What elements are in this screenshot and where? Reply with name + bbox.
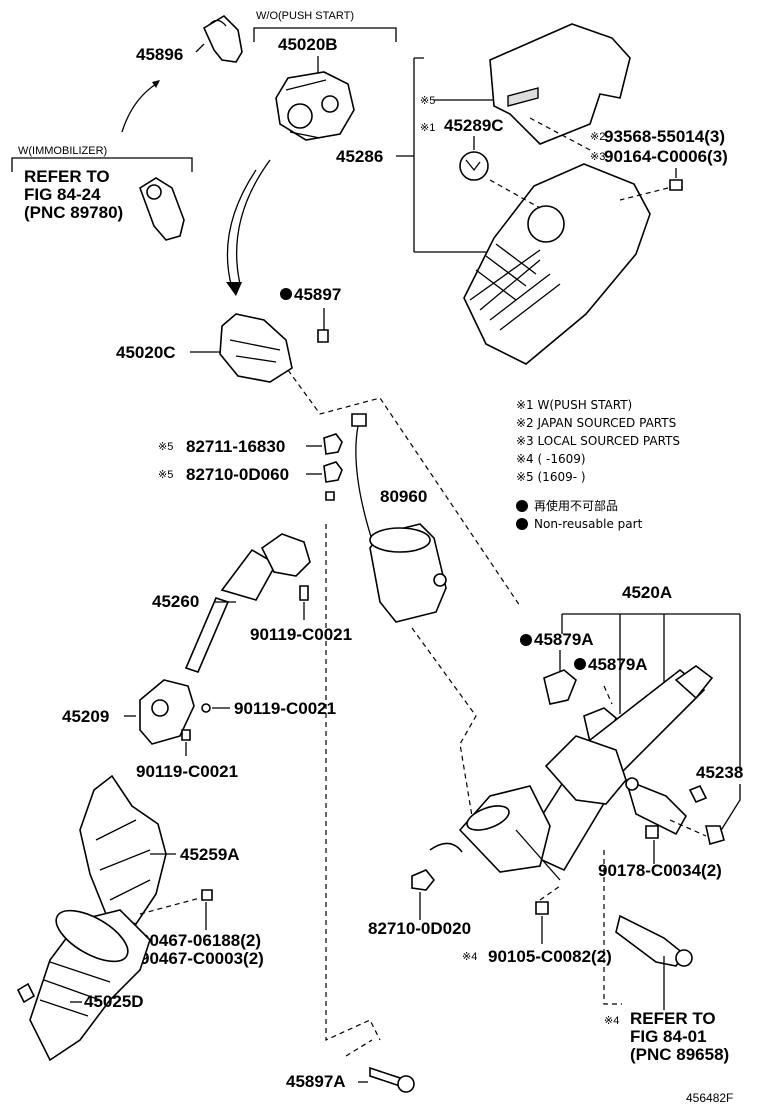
label-82710a: 82710-0D060	[186, 465, 289, 484]
part-45020C-drawing	[219, 313, 293, 383]
part-ref2-drawing	[615, 914, 693, 967]
part-45879A-1-drawing	[543, 669, 577, 705]
note-3: ※3 LOCAL SOURCED PARTS	[516, 434, 680, 448]
mark-3a: ※3	[590, 151, 605, 163]
part-45289C-drawing	[459, 151, 489, 181]
part-90105-drawing	[535, 901, 549, 915]
label-80960: 80960	[380, 487, 427, 506]
part-45896-drawing	[202, 14, 243, 63]
label-45020C: 45020C	[116, 343, 176, 362]
header-immobilizer: W(IMMOBILIZER)	[18, 145, 107, 157]
label-45286: 45286	[336, 147, 383, 166]
label-90178: 90178-C0034(2)	[598, 861, 722, 880]
note-4: ※4 ( -1609)	[516, 452, 586, 466]
label-45260: 45260	[152, 592, 199, 611]
label-82710b: 82710-0D020	[368, 919, 471, 938]
part-immobilizer-drawing	[139, 177, 185, 241]
ref2-line1: REFER TO	[630, 1009, 716, 1028]
part-45286-drawing	[463, 23, 651, 365]
legend-dot-jp	[516, 500, 528, 512]
ref1-line3: (PNC 89780)	[24, 203, 123, 222]
mark-5b: ※5	[158, 441, 173, 453]
label-45897: 45897	[294, 285, 341, 304]
bracket-immobilizer	[11, 157, 193, 172]
label-45259A: 45259A	[180, 845, 240, 864]
non-reusable-dot	[280, 288, 292, 300]
part-4520A-drawing	[458, 665, 714, 873]
label-45209: 45209	[62, 707, 109, 726]
label-45879A-1: 45879A	[534, 630, 594, 649]
ref1-line1: REFER TO	[24, 167, 110, 186]
label-45896: 45896	[136, 45, 183, 64]
label-45025D: 45025D	[84, 992, 144, 1011]
part-82711-drawing	[323, 433, 343, 455]
ref1-line2: FIG 84-24	[24, 185, 101, 204]
label-45897A: 45897A	[286, 1072, 346, 1091]
ref2-line2: FIG 84-01	[630, 1027, 707, 1046]
label-45879A-2: 45879A	[588, 655, 648, 674]
label-90467a: 90467-06188(2)	[140, 931, 261, 950]
mark-4a: ※4	[462, 951, 477, 963]
mark-5c: ※5	[158, 469, 173, 481]
label-45020B: 45020B	[278, 35, 338, 54]
part-90164-drawing	[669, 179, 683, 191]
part-90178-drawing	[645, 825, 659, 839]
part-45259A-drawing	[79, 774, 167, 925]
legend-dot-en	[516, 518, 528, 530]
header-push-start: W/O(PUSH START)	[256, 10, 354, 22]
part-45238-drawing	[705, 825, 725, 846]
ref2-line3: (PNC 89658)	[630, 1045, 729, 1064]
part-90119c-drawing	[181, 729, 191, 741]
label-90105: 90105-C0082(2)	[488, 947, 612, 966]
label-93568: 93568-55014(3)	[604, 127, 725, 146]
label-90119a: 90119-C0021	[250, 625, 352, 644]
label-82711: 82711-16830	[186, 437, 285, 456]
arrow-up	[121, 83, 157, 133]
note-5: ※5 (1609- )	[516, 470, 586, 484]
note-2: ※2 JAPAN SOURCED PARTS	[516, 416, 676, 430]
part-45897-drawing	[317, 329, 329, 343]
part-82710b-drawing	[411, 842, 463, 891]
bracket-push-start	[253, 27, 397, 42]
mark-1: ※1	[420, 122, 435, 134]
legend-en: Non-reusable part	[534, 517, 643, 531]
part-45209-drawing	[139, 679, 211, 745]
part-82710a-drawing	[323, 461, 343, 501]
note-1: ※1 W(PUSH START)	[516, 398, 632, 412]
part-90467-drawing	[201, 889, 213, 901]
part-45260-drawing	[184, 533, 311, 673]
label-90164: 90164-C0006(3)	[604, 147, 728, 166]
legend-jp: 再使用不可部品	[534, 498, 618, 513]
mark-2a: ※2	[590, 131, 605, 143]
label-90119c: 90119-C0021	[136, 762, 238, 781]
figure-id: 456482F	[686, 1091, 733, 1105]
non-reusable-dot-2	[574, 658, 586, 670]
part-45025D-drawing	[16, 909, 151, 1062]
label-90119b: 90119-C0021	[234, 699, 336, 718]
part-80960-drawing	[351, 413, 447, 623]
mark-5a: ※5	[420, 95, 435, 107]
arrow-down	[235, 159, 271, 285]
non-reusable-dot-1	[520, 634, 532, 646]
label-45289C: 45289C	[444, 116, 504, 135]
part-45020B-drawing	[275, 71, 355, 141]
mark-4b: ※4	[604, 1015, 619, 1027]
notes-block: ※1 W(PUSH START) ※2 JAPAN SOURCED PARTS …	[516, 398, 680, 531]
label-90467b: 90467-C0003(2)	[140, 949, 264, 968]
label-45238: 45238	[696, 763, 743, 782]
part-90119a-drawing	[299, 585, 309, 601]
part-45897A-drawing	[369, 1066, 415, 1093]
label-4520A: 4520A	[622, 583, 672, 602]
